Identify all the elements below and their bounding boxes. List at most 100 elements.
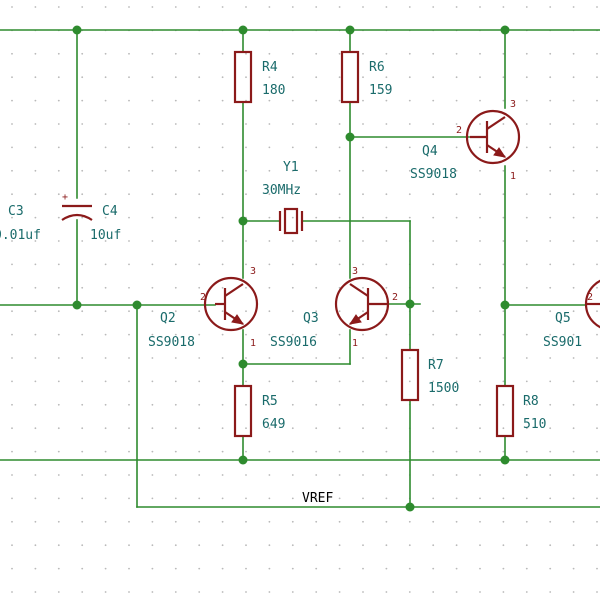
capacitor-value: 10uf (90, 228, 121, 243)
grid-dot (572, 520, 575, 523)
grid-dot (525, 99, 528, 102)
resistor-value: 1500 (428, 381, 459, 396)
transistor-q4[interactable]: 3 2 1 Q4 SS9018 (410, 99, 521, 182)
grid-dot (596, 380, 598, 383)
grid-dot (432, 450, 435, 453)
grid-dot (268, 380, 271, 383)
grid-dot (128, 146, 130, 149)
grid-dot (362, 6, 364, 8)
grid-dot (549, 6, 552, 8)
grid-dot (315, 123, 318, 125)
grid-dot (596, 193, 598, 196)
transistor-body (203, 276, 259, 332)
transistor-q3[interactable]: 3 2 1 Q3 SS9016 (270, 266, 398, 350)
resistor-ref: R8 (523, 394, 539, 409)
resistor-r8[interactable]: R8 510 (495, 384, 546, 438)
grid-dot (11, 450, 13, 453)
transistor-collector-lead (224, 283, 244, 297)
grid-dot (572, 497, 575, 500)
grid-dot (198, 123, 201, 125)
grid-dot (408, 567, 411, 570)
resistor-ref: R5 (262, 394, 278, 409)
grid-dot (174, 52, 177, 55)
junction-dot (500, 300, 510, 310)
grid-dot (198, 52, 201, 55)
grid-dot (104, 99, 107, 102)
grid-dot (11, 333, 13, 336)
grid-dot (479, 474, 481, 476)
grid-dot (174, 497, 177, 500)
grid-dot (502, 193, 505, 196)
resistor-r7[interactable]: R7 1500 (400, 348, 459, 402)
grid-dot (104, 591, 107, 593)
grid-dot (104, 169, 107, 172)
grid-dot (596, 310, 598, 313)
grid-dot (34, 169, 37, 172)
grid-dot (245, 450, 247, 453)
grid-dot (315, 544, 318, 547)
grid-dot (104, 333, 107, 336)
grid-dot (432, 169, 435, 172)
grid-dot (338, 497, 341, 500)
grid-dot (596, 474, 598, 476)
grid-dot (455, 52, 458, 55)
grid-dot (479, 403, 481, 406)
grid-dot (34, 286, 37, 289)
grid-dot (57, 240, 60, 242)
grid-dot (198, 333, 201, 336)
grid-dot (432, 146, 435, 149)
grid-dot (11, 403, 13, 406)
grid-dot (432, 497, 435, 500)
grid-dot (174, 591, 177, 593)
grid-dot (502, 357, 505, 359)
grid-dot (104, 240, 107, 242)
grid-dot (525, 263, 528, 266)
grid-dot (408, 123, 411, 125)
net-label-vref: VREF (302, 491, 333, 506)
grid-dot (315, 99, 318, 102)
junction-dot (238, 25, 248, 35)
grid-dot (198, 99, 201, 102)
transistor-q2[interactable]: 3 2 1 Q2 SS9018 (148, 266, 259, 350)
grid-dot (268, 357, 271, 359)
grid-dot (338, 52, 341, 55)
resistor-body (233, 384, 253, 438)
resistor-r5[interactable]: R5 649 (233, 384, 285, 438)
resistor-r6[interactable]: R6 159 (340, 50, 392, 104)
grid-dot (104, 123, 107, 125)
grid-dot (81, 216, 84, 219)
grid-dot (432, 427, 435, 430)
grid-dot (525, 146, 528, 149)
grid-dot (408, 146, 411, 149)
grid-dot (128, 76, 130, 79)
grid-dot (291, 169, 294, 172)
grid-dot (572, 357, 575, 359)
grid-dot (268, 544, 271, 547)
pin-number: 3 (250, 266, 256, 277)
grid-dot (174, 216, 177, 219)
grid-dot (174, 450, 177, 453)
pin-number: 2 (392, 292, 398, 303)
capacitor-c3-c4[interactable]: + C3 0.01uf C4 10uf (0, 192, 121, 243)
grid-dot (174, 403, 177, 406)
grid-dot (268, 216, 271, 219)
crystal-y1[interactable]: Y1 30MHz (262, 160, 304, 235)
grid-dot (596, 52, 598, 55)
resistor-r4[interactable]: R4 180 (233, 50, 285, 104)
grid-dot (104, 544, 107, 547)
grid-dot (34, 193, 37, 196)
grid-dot (221, 216, 224, 219)
junction-dot (72, 25, 82, 35)
transistor-q5[interactable]: 2 Q5 SS901 (543, 278, 600, 350)
grid-dot (174, 380, 177, 383)
grid-dot (362, 146, 364, 149)
grid-dot (221, 123, 224, 125)
grid-dot (455, 333, 458, 336)
grid-dot (596, 567, 598, 570)
grid-dot (174, 357, 177, 359)
grid-dot (198, 6, 201, 8)
grid-dot (268, 474, 271, 476)
grid-dot (479, 450, 481, 453)
grid-dot (291, 52, 294, 55)
